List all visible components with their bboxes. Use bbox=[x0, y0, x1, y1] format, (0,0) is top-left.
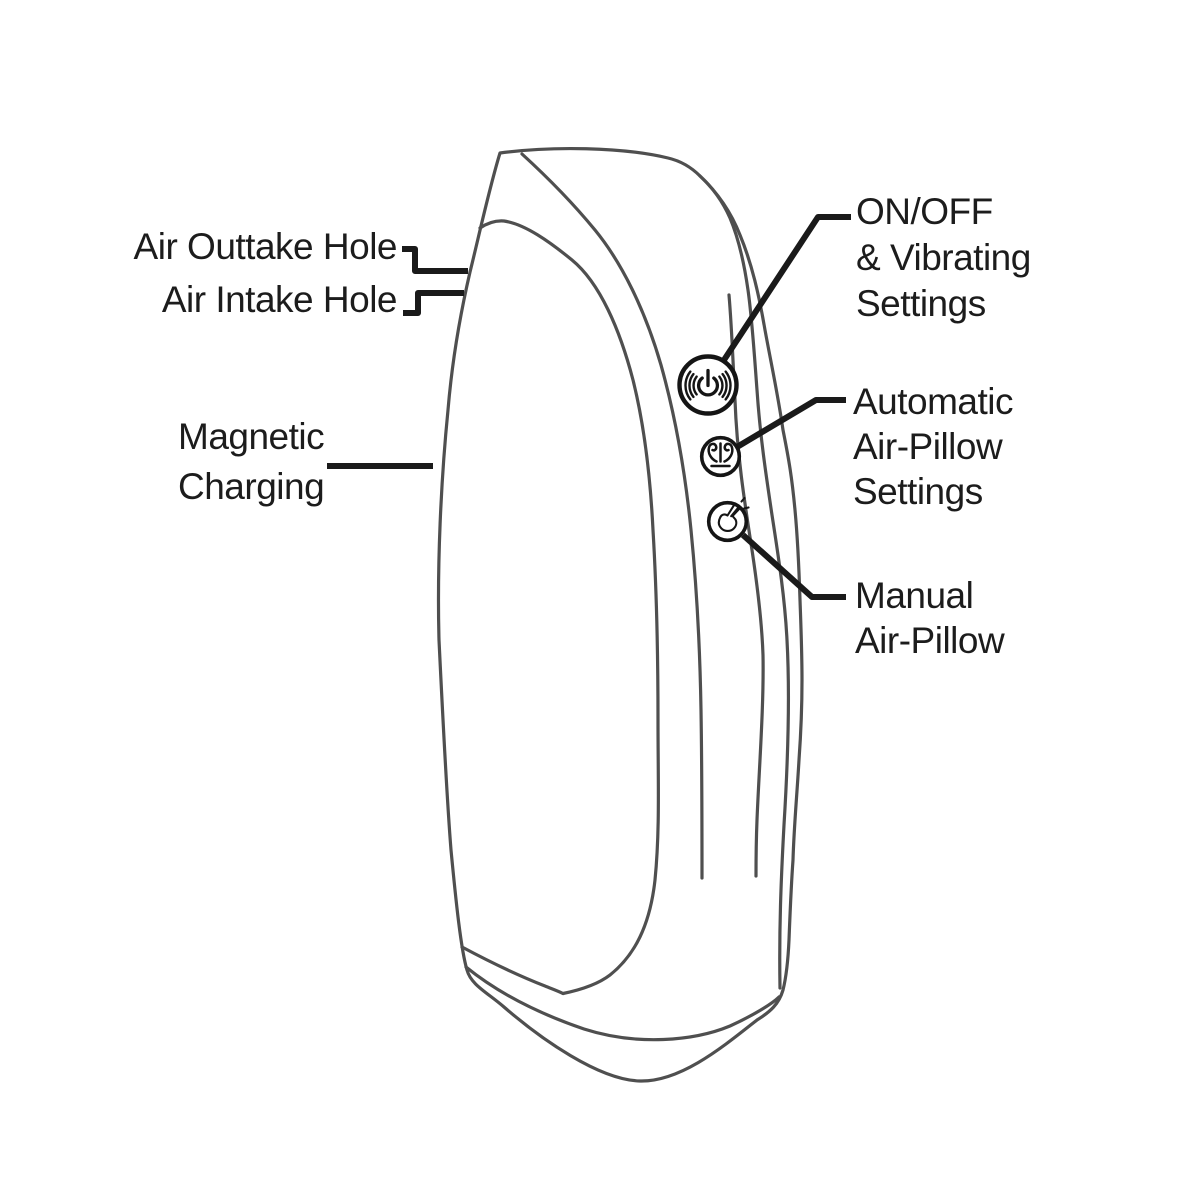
magnetic-charging-line-2: Charging bbox=[178, 466, 325, 507]
air-flow-icon bbox=[707, 442, 734, 468]
magnetic-charging-label: Magnetic Charging bbox=[178, 412, 325, 512]
leader-air-outtake bbox=[402, 246, 468, 274]
air-intake-text: Air Intake Hole bbox=[161, 279, 398, 320]
manual-air-pillow-label: Manual Air-Pillow bbox=[855, 573, 1005, 663]
leader-lines bbox=[327, 214, 851, 600]
device-outline bbox=[436, 146, 804, 1083]
device-buttons bbox=[677, 354, 750, 543]
manual-air-pillow-button bbox=[706, 496, 750, 543]
air-intake-label: Air Intake Hole bbox=[161, 279, 398, 320]
power-vibration-icon bbox=[684, 368, 732, 401]
device-top-crease-line bbox=[520, 152, 704, 880]
auto-air-pillow-line-3: Settings bbox=[853, 471, 983, 512]
manual-air-pillow-line-1: Manual bbox=[855, 575, 974, 616]
leader-manual-air-pillow bbox=[740, 532, 846, 600]
device-base-band-mid-line bbox=[464, 965, 781, 1042]
auto-air-pillow-label: Automatic Air-Pillow Settings bbox=[853, 379, 1014, 514]
device-base-band-top-line bbox=[460, 945, 565, 996]
power-label-line-1: ON/OFF bbox=[856, 191, 993, 232]
air-outtake-text: Air Outtake Hole bbox=[133, 226, 398, 267]
magnetic-charging-line-1: Magnetic bbox=[178, 416, 325, 457]
auto-air-pillow-line-2: Air-Pillow bbox=[853, 426, 1003, 467]
tap-hand-icon bbox=[717, 496, 750, 533]
auto-air-pillow-button bbox=[699, 435, 742, 478]
device-body bbox=[436, 146, 804, 1083]
device-side-seam-outer bbox=[698, 174, 791, 990]
device-front-panel-line bbox=[478, 219, 660, 996]
manual-air-pillow-line-2: Air-Pillow bbox=[855, 620, 1005, 661]
power-label: ON/OFF & Vibrating Settings bbox=[856, 189, 1031, 327]
power-vibration-button bbox=[677, 354, 739, 416]
power-label-line-2: & Vibrating bbox=[856, 237, 1031, 278]
leader-air-intake bbox=[403, 290, 464, 316]
auto-air-pillow-line-1: Automatic bbox=[853, 381, 1014, 422]
air-outtake-label: Air Outtake Hole bbox=[133, 226, 398, 267]
leader-auto-air-pillow bbox=[735, 397, 846, 450]
leader-power bbox=[721, 214, 851, 362]
power-label-line-3: Settings bbox=[856, 283, 986, 324]
